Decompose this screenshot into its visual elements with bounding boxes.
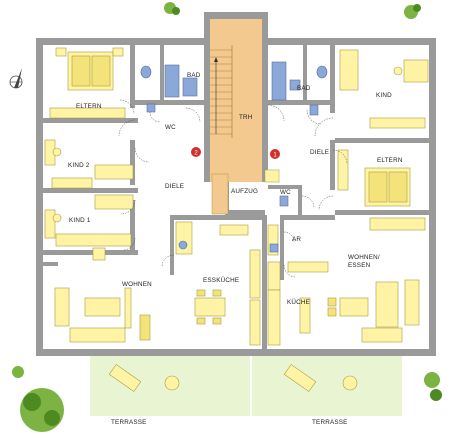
room-labels: ELTERN BAD WC TRH BAD KIND KIND 2 DIELE …	[68, 72, 403, 426]
label-wc-right: WC	[280, 189, 291, 196]
compass-north-icon	[9, 68, 23, 89]
terrace-furniture	[108, 364, 358, 392]
label-eltern-right: ELTERN	[377, 157, 403, 164]
furniture-esskueche	[175, 221, 261, 346]
label-kind2: KIND 2	[68, 162, 90, 169]
label-diele-right: DIELE	[310, 149, 329, 156]
label-terrasse-left: TERRASSE	[111, 419, 147, 426]
label-kueche: KÜCHE	[287, 298, 310, 306]
label-bad-left: BAD	[187, 72, 201, 79]
label-bad-right: BAD	[297, 85, 311, 92]
svg-text:1: 1	[273, 153, 277, 159]
unit-marker-1: 1	[270, 149, 280, 159]
label-kind-right: KIND	[376, 92, 392, 99]
label-kind1: KIND 1	[69, 217, 91, 224]
furniture-kind2	[44, 139, 134, 189]
label-ar: AR	[292, 236, 301, 243]
label-wohnen-left: WOHNEN	[122, 281, 152, 288]
label-esskueche: ESSKÜCHE	[203, 276, 239, 284]
furniture-eltern-right	[337, 149, 426, 231]
label-eltern-left: ELTERN	[76, 103, 102, 110]
label-trh: TRH	[239, 114, 253, 121]
furniture-kind1	[44, 194, 134, 247]
furniture-wohnen-essen	[299, 279, 420, 343]
label-aufzug: AUFZUG	[231, 188, 258, 195]
furniture-kind-right	[339, 49, 429, 129]
label-diele-left: DIELE	[165, 183, 184, 190]
tree-bottom-left	[12, 366, 442, 432]
unit-marker-2: 2	[191, 147, 201, 157]
furniture-eltern-left	[49, 47, 126, 119]
door-swings	[118, 99, 348, 278]
svg-text:2: 2	[194, 151, 198, 157]
label-wohnen-essen-2: ESSEN	[348, 262, 371, 269]
fixtures-bad-left	[140, 64, 198, 113]
trees-top	[164, 2, 421, 19]
label-terrasse-right: TERRASSE	[312, 419, 348, 426]
fixtures-bad-right	[271, 61, 328, 116]
interior-walls	[43, 12, 429, 349]
label-wohnen-essen-1: WOHNEN/	[348, 254, 380, 261]
stairwell	[210, 19, 280, 215]
furniture-kueche	[267, 243, 329, 346]
furniture-wohnen-left	[54, 247, 151, 343]
label-wc-left: WC	[165, 124, 176, 131]
fixtures-wc-right	[267, 195, 289, 256]
terrasse-right-area	[252, 356, 402, 416]
